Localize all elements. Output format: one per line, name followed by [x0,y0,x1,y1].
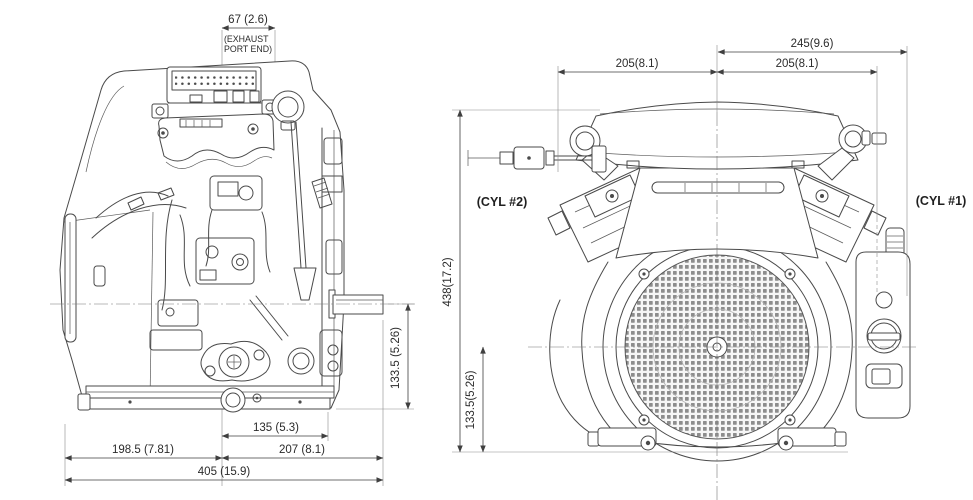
dim-overall-height: 438(17.2) [442,257,454,306]
hose [95,191,169,219]
air-cleaner-side [166,66,262,104]
hose-clamp [127,196,145,211]
cover-seam [85,85,125,173]
side-view-dimensions: 67 (2.6) (EXHAUST PORT END) 133.5 (5.26)… [64,14,414,486]
front-view-drawing [467,45,918,500]
vent-dots [175,73,254,88]
panel-seam [63,209,151,223]
right-side-panel [855,227,911,419]
label-cyl2: (CYL #2) [477,195,527,209]
hose-clamp [157,187,175,201]
exhaust-note-line2: PORT END) [224,44,272,54]
dim-shaft-center-height: 133.5 (5.26) [390,327,402,389]
label-cyl1: (CYL #1) [916,194,966,208]
side-view-drawing [50,30,415,486]
hose [91,204,187,239]
dim-crank-center-height: 133.5(5.26) [465,370,477,429]
vent-slots [651,181,785,194]
dim-overall-length: 405 (15.9) [198,466,251,478]
throttle-rod [467,145,607,173]
mount-boss [287,347,315,375]
panel-edge [149,211,154,401]
front-view-dimensions: 245(9.6) 205(8.1) 205(8.1) 438(17.2) 133… [442,38,966,453]
spring [311,177,333,209]
mounting-feet-front [587,427,847,451]
dipstick-handle [865,363,903,389]
dim-half-width-overall: 245(9.6) [791,38,834,50]
dim-shaft-offset: 135 (5.3) [253,422,299,434]
oil-drain-plug [220,387,246,413]
heat-shield [64,213,77,343]
lift-hook-right [817,124,887,181]
dim-rear-length: 198.5 (7.81) [112,444,174,456]
side-right-assembly [290,121,343,391]
fuel-pump [200,340,271,382]
mount-tab [151,103,169,119]
brand-label [179,118,223,128]
lower-left-cover [549,299,601,439]
starter-rope [290,121,302,269]
dim-exhaust-width: 67 (2.6) [228,14,268,26]
valve-cover [157,113,275,169]
recoil-ring [271,90,305,131]
mounting-base-side [77,385,335,413]
breather-port [875,291,893,309]
dim-front-length: 207 (8.1) [279,444,325,456]
shield-slot [93,265,106,287]
carburetor-assembly [149,175,289,351]
exhaust-note-line1: (EXHAUST [224,34,269,44]
spark-plug-left [547,210,571,236]
rope-guide [293,267,317,301]
crankcase-left-edge [581,261,621,439]
dim-half-width-right: 205(8.1) [776,58,819,70]
dim-half-width-left: 205(8.1) [616,58,659,70]
spark-plug-right [863,210,887,236]
crankcase-right-edge [813,261,853,439]
